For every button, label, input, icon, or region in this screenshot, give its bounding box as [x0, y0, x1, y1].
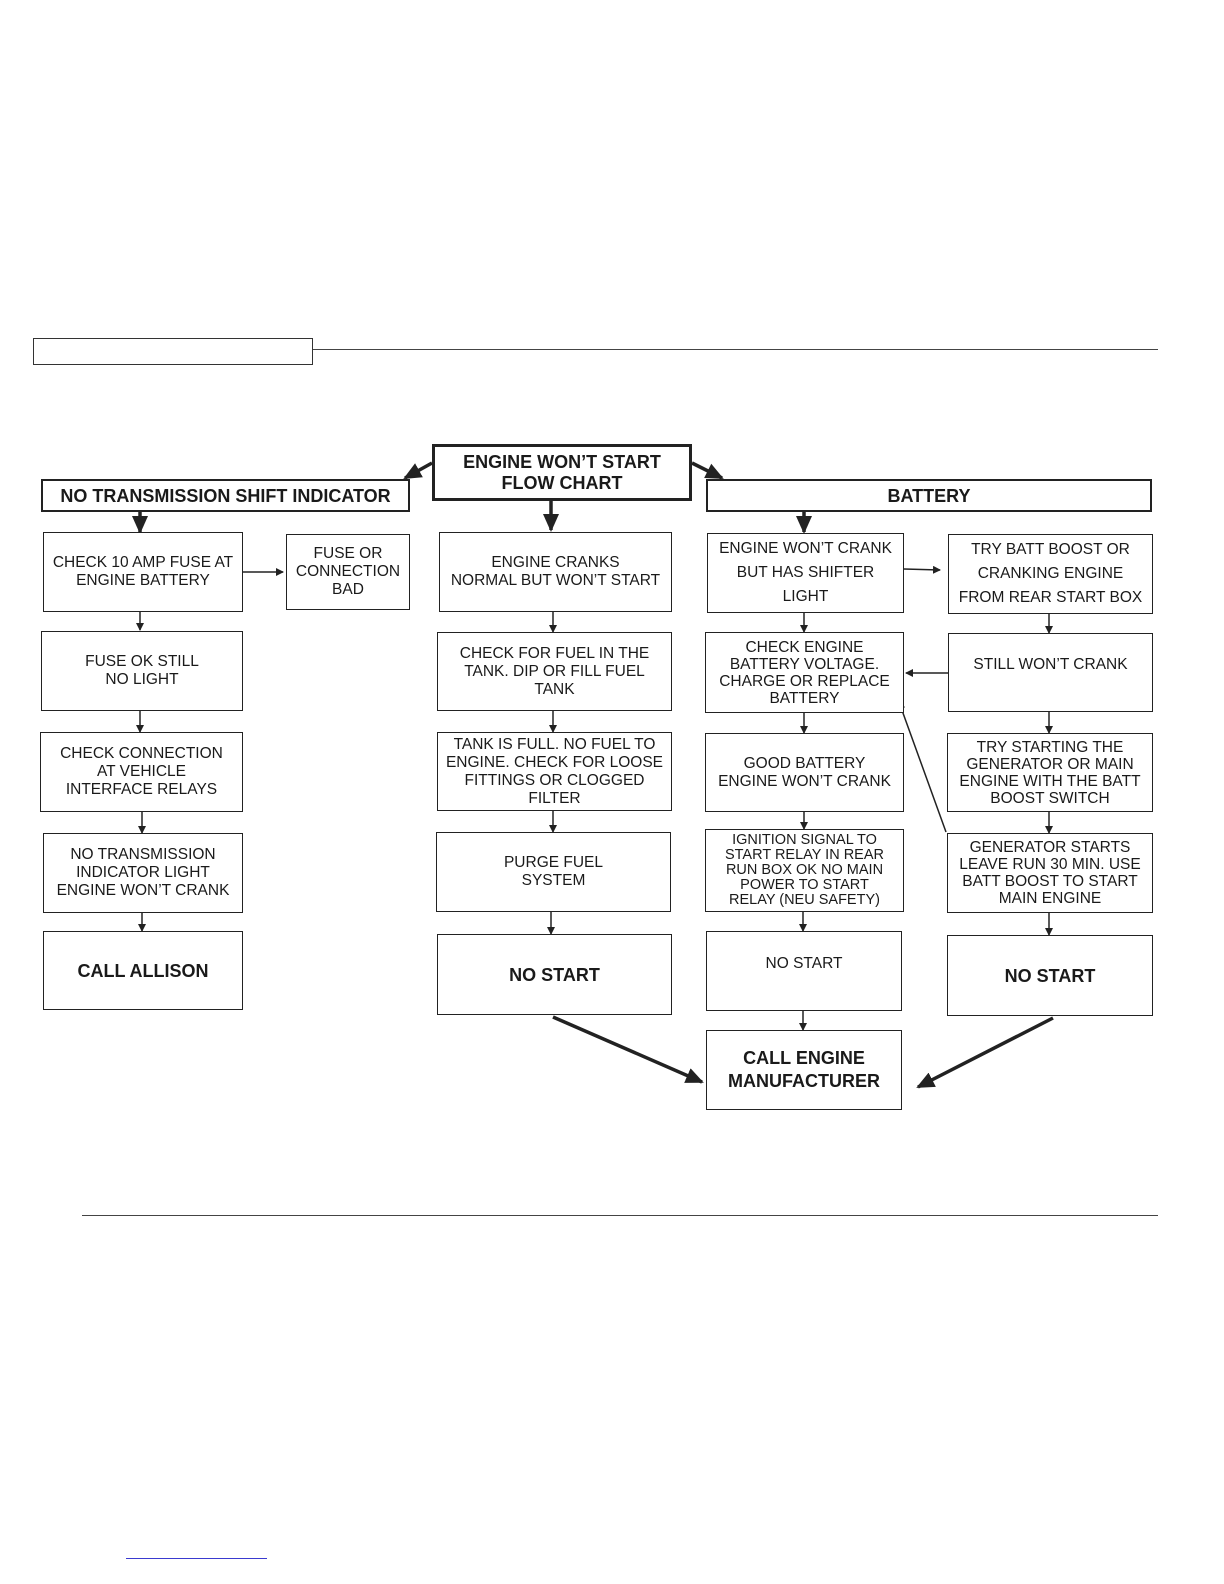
transmission-side-step: FUSE OR CONNECTION BAD [286, 534, 410, 610]
fuel-step-1: ENGINE CRANKS NORMAL BUT WON’T START [439, 532, 672, 612]
battery-left-step-5: NO START [706, 931, 902, 1011]
chart-title: ENGINE WON’T START FLOW CHART [432, 444, 692, 501]
transmission-step-2: FUSE OK STILL NO LIGHT [41, 631, 243, 711]
battery-right-step-2: STILL WON’T CRANK [948, 633, 1153, 712]
battery-left-step-2: CHECK ENGINE BATTERY VOLTAGE. CHARGE OR … [705, 632, 904, 713]
header-rule [313, 349, 1158, 350]
fuel-step-2: CHECK FOR FUEL IN THE TANK. DIP OR FILL … [437, 632, 672, 711]
arrow-b-cross-top [903, 565, 941, 574]
arrow-title-to-battery [691, 461, 724, 480]
battery-left-step-4: IGNITION SIGNAL TO START RELAY IN REAR R… [705, 829, 904, 912]
battery-left-step-3: GOOD BATTERY ENGINE WON’T CRANK [705, 733, 904, 812]
header-tab-box [33, 338, 313, 365]
transmission-step-5: CALL ALLISON [43, 931, 243, 1010]
battery-right-step-3: TRY STARTING THE GENERATOR OR MAIN ENGIN… [947, 733, 1153, 812]
battery-header: BATTERY [706, 479, 1152, 512]
arrow-gen-to-check [897, 701, 947, 833]
final-step: CALL ENGINE MANUFACTURER [706, 1030, 902, 1110]
arrow-title-to-transmission [403, 461, 433, 480]
fuel-step-3: TANK IS FULL. NO FUEL TO ENGINE. CHECK F… [437, 732, 672, 811]
fuel-step-5: NO START [437, 934, 672, 1015]
transmission-step-3: CHECK CONNECTION AT VEHICLE INTERFACE RE… [40, 732, 243, 812]
arrow-fuel-to-final [552, 1015, 704, 1084]
transmission-header: NO TRANSMISSION SHIFT INDICATOR [41, 479, 410, 512]
arrow-battery-to-final [916, 1016, 1054, 1089]
battery-right-step-5: NO START [947, 935, 1153, 1016]
battery-right-step-1: TRY BATT BOOST OR CRANKING ENGINE FROM R… [948, 534, 1153, 614]
footer-rule [82, 1215, 1158, 1216]
transmission-step-1: CHECK 10 AMP FUSE AT ENGINE BATTERY [43, 532, 243, 612]
fuel-step-4: PURGE FUEL SYSTEM [436, 832, 671, 912]
battery-right-step-4: GENERATOR STARTS LEAVE RUN 30 MIN. USE B… [947, 833, 1153, 913]
footer-link-underline [126, 1558, 267, 1559]
transmission-step-4: NO TRANSMISSION INDICATOR LIGHT ENGINE W… [43, 833, 243, 913]
battery-left-step-1: ENGINE WON’T CRANK BUT HAS SHIFTER LIGHT [707, 533, 904, 613]
